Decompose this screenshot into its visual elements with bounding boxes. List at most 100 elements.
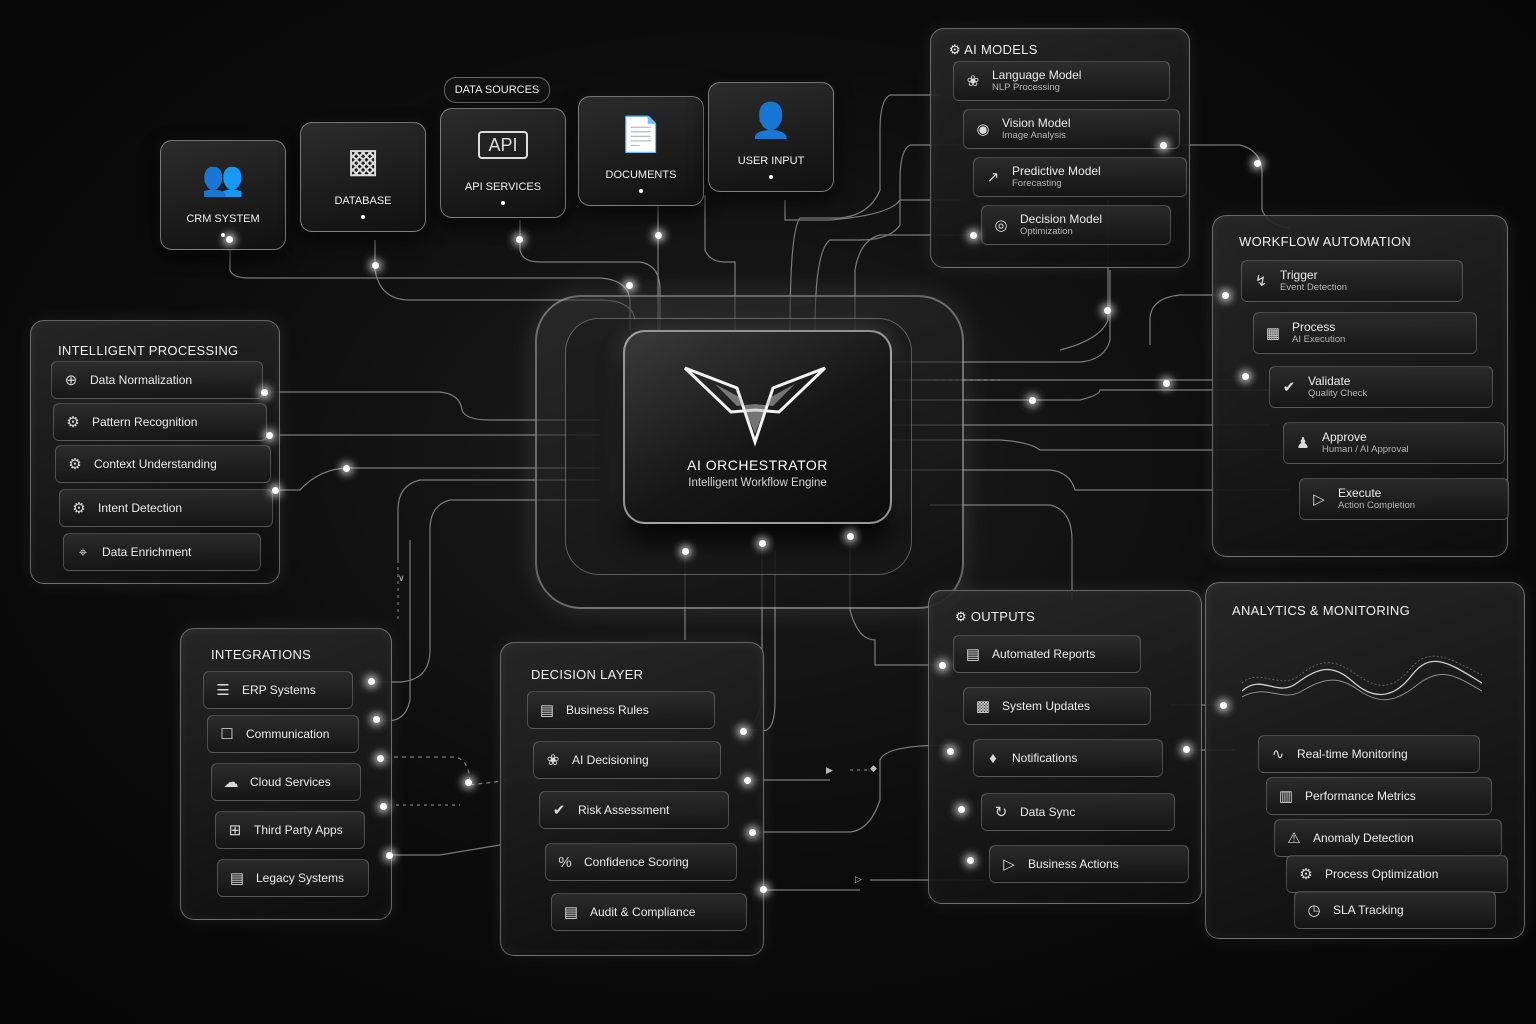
decision-audit-compliance[interactable]: ▤Audit & Compliance [551,893,747,931]
target-icon: ⌖ [78,543,88,561]
row-label: Communication [246,727,330,741]
output-notifications[interactable]: ♦Notifications [973,739,1163,777]
integration-legacy-systems[interactable]: ▤Legacy Systems [217,859,369,897]
flow-diamond-icon: ◆ [870,763,877,773]
junction-node [1222,292,1229,299]
row-label: Business Rules [566,703,649,717]
source-user-input[interactable]: 👤 USER INPUT [708,82,834,192]
integration-erp-systems[interactable]: ☰ERP Systems [203,671,353,709]
workflow-automation-title: WORKFLOW AUTOMATION [1239,234,1412,249]
percent-icon: % [558,853,572,871]
row-label: Cloud Services [250,775,331,789]
grid-icon: ⊞ [228,822,242,839]
orchestrator-subtitle: Intelligent Workflow Engine [688,477,827,489]
analytics-anomaly-detection[interactable]: ⚠Anomaly Detection [1274,819,1502,857]
layers-icon: ☰ [216,682,230,699]
sync-icon: ↻ [994,804,1008,821]
row-label: Intent Detection [98,501,183,515]
processing-data-normalization[interactable]: ⊕Data Normalization [51,361,263,399]
bolt-icon: ↯ [1254,273,1268,290]
analytics-real-time-monitoring[interactable]: ∿Real-time Monitoring [1258,735,1480,773]
decision-layer-title: DECISION LAYER [531,667,644,682]
processing-intent-detection[interactable]: ⚙Intent Detection [59,489,273,527]
junction-node [1242,373,1249,380]
processing-data-enrichment[interactable]: ⌖Data Enrichment [63,533,261,571]
flow-chevron-icon: ∨ [398,573,405,583]
output-automated-reports[interactable]: ▤Automated Reports [953,635,1141,673]
row-label: Anomaly Detection [1313,831,1414,845]
brain-icon: ❀ [546,752,560,769]
output-system-updates[interactable]: ▩System Updates [963,687,1151,725]
user-icon: 👤 [749,102,793,140]
integrations-title: INTEGRATIONS [211,647,312,662]
junction-node [272,487,279,494]
junction-node [740,728,747,735]
junction-node [373,716,380,723]
row-label: Data Sync [1020,805,1076,819]
flow-arrow-icon: ▶ [826,765,833,775]
row-label: Decision Model [1020,211,1103,226]
source-crm-system[interactable]: 👥 CRM SYSTEM [160,140,286,250]
junction-node [1104,307,1111,314]
chevron-logo-icon [683,366,827,447]
row-label: Validate [1308,373,1351,388]
shield-check-icon: ✔ [1282,379,1296,396]
source-label: USER INPUT [737,155,805,167]
data-sources-tag: DATA SOURCES [444,77,550,103]
junction-node [749,829,756,836]
row-sub: Forecasting [1012,177,1062,189]
row-sub: NLP Processing [992,81,1060,93]
junction-node [947,748,954,755]
integration-third-party-apps[interactable]: ⊞Third Party Apps [215,811,365,849]
gear-icon: ⚙ [68,456,82,473]
row-label: SLA Tracking [1333,903,1404,917]
junction-node [682,548,689,555]
decision-ai-decisioning[interactable]: ❀AI Decisioning [533,741,721,779]
decision-confidence-scoring[interactable]: %Confidence Scoring [545,843,737,881]
source-api-services[interactable]: API API SERVICES [440,108,566,218]
processing-context-understanding[interactable]: ⚙Context Understanding [55,445,271,483]
row-sub: Action Completion [1338,499,1416,511]
decision-risk-assessment[interactable]: ✔Risk Assessment [539,791,729,829]
output-data-sync[interactable]: ↻ Data Sync [981,793,1175,831]
document-icon: ▤ [539,702,555,719]
junction-node [372,262,379,269]
gear-icon: ⚙ [66,414,80,431]
play-icon: ▷ [1313,491,1325,508]
processing-pattern-recognition[interactable]: ⚙Pattern Recognition [53,403,267,441]
row-label: System Updates [1002,699,1091,713]
orchestrator-title: AI ORCHESTRATOR [687,457,828,473]
junction-node [516,236,523,243]
row-label: Automated Reports [992,647,1096,661]
panel-title-text: OUTPUTS [970,609,1036,624]
output-business-actions[interactable]: ▷Business Actions [989,845,1189,883]
ai-orchestrator[interactable]: AI ORCHESTRATOR Intelligent Workflow Eng… [623,330,892,524]
analytics-performance-metrics[interactable]: ▥Performance Metrics [1266,777,1492,815]
junction-node [386,852,393,859]
junction-node [958,806,965,813]
eye-icon: ◉ [976,121,990,138]
document-icon: 📄 [619,116,663,154]
junction-node [744,777,751,784]
row-label: Predictive Model [1012,163,1101,178]
integration-communication[interactable]: ☐Communication [207,715,359,753]
row-label: Approve [1322,429,1367,444]
source-database[interactable]: ▩ DATABASE [300,122,426,232]
waveform-visual [1242,655,1482,701]
decision-business-rules[interactable]: ▤ Business Rules [527,691,715,729]
source-documents[interactable]: 📄 DOCUMENTS [578,96,704,206]
junction-node [1163,380,1170,387]
junction-node [760,886,767,893]
analytics-sla-tracking[interactable]: ◷SLA Tracking [1294,891,1496,929]
integration-cloud-services[interactable]: ☁Cloud Services [211,763,361,801]
analytics-process-optimization[interactable]: ⚙Process Optimization [1286,855,1508,893]
